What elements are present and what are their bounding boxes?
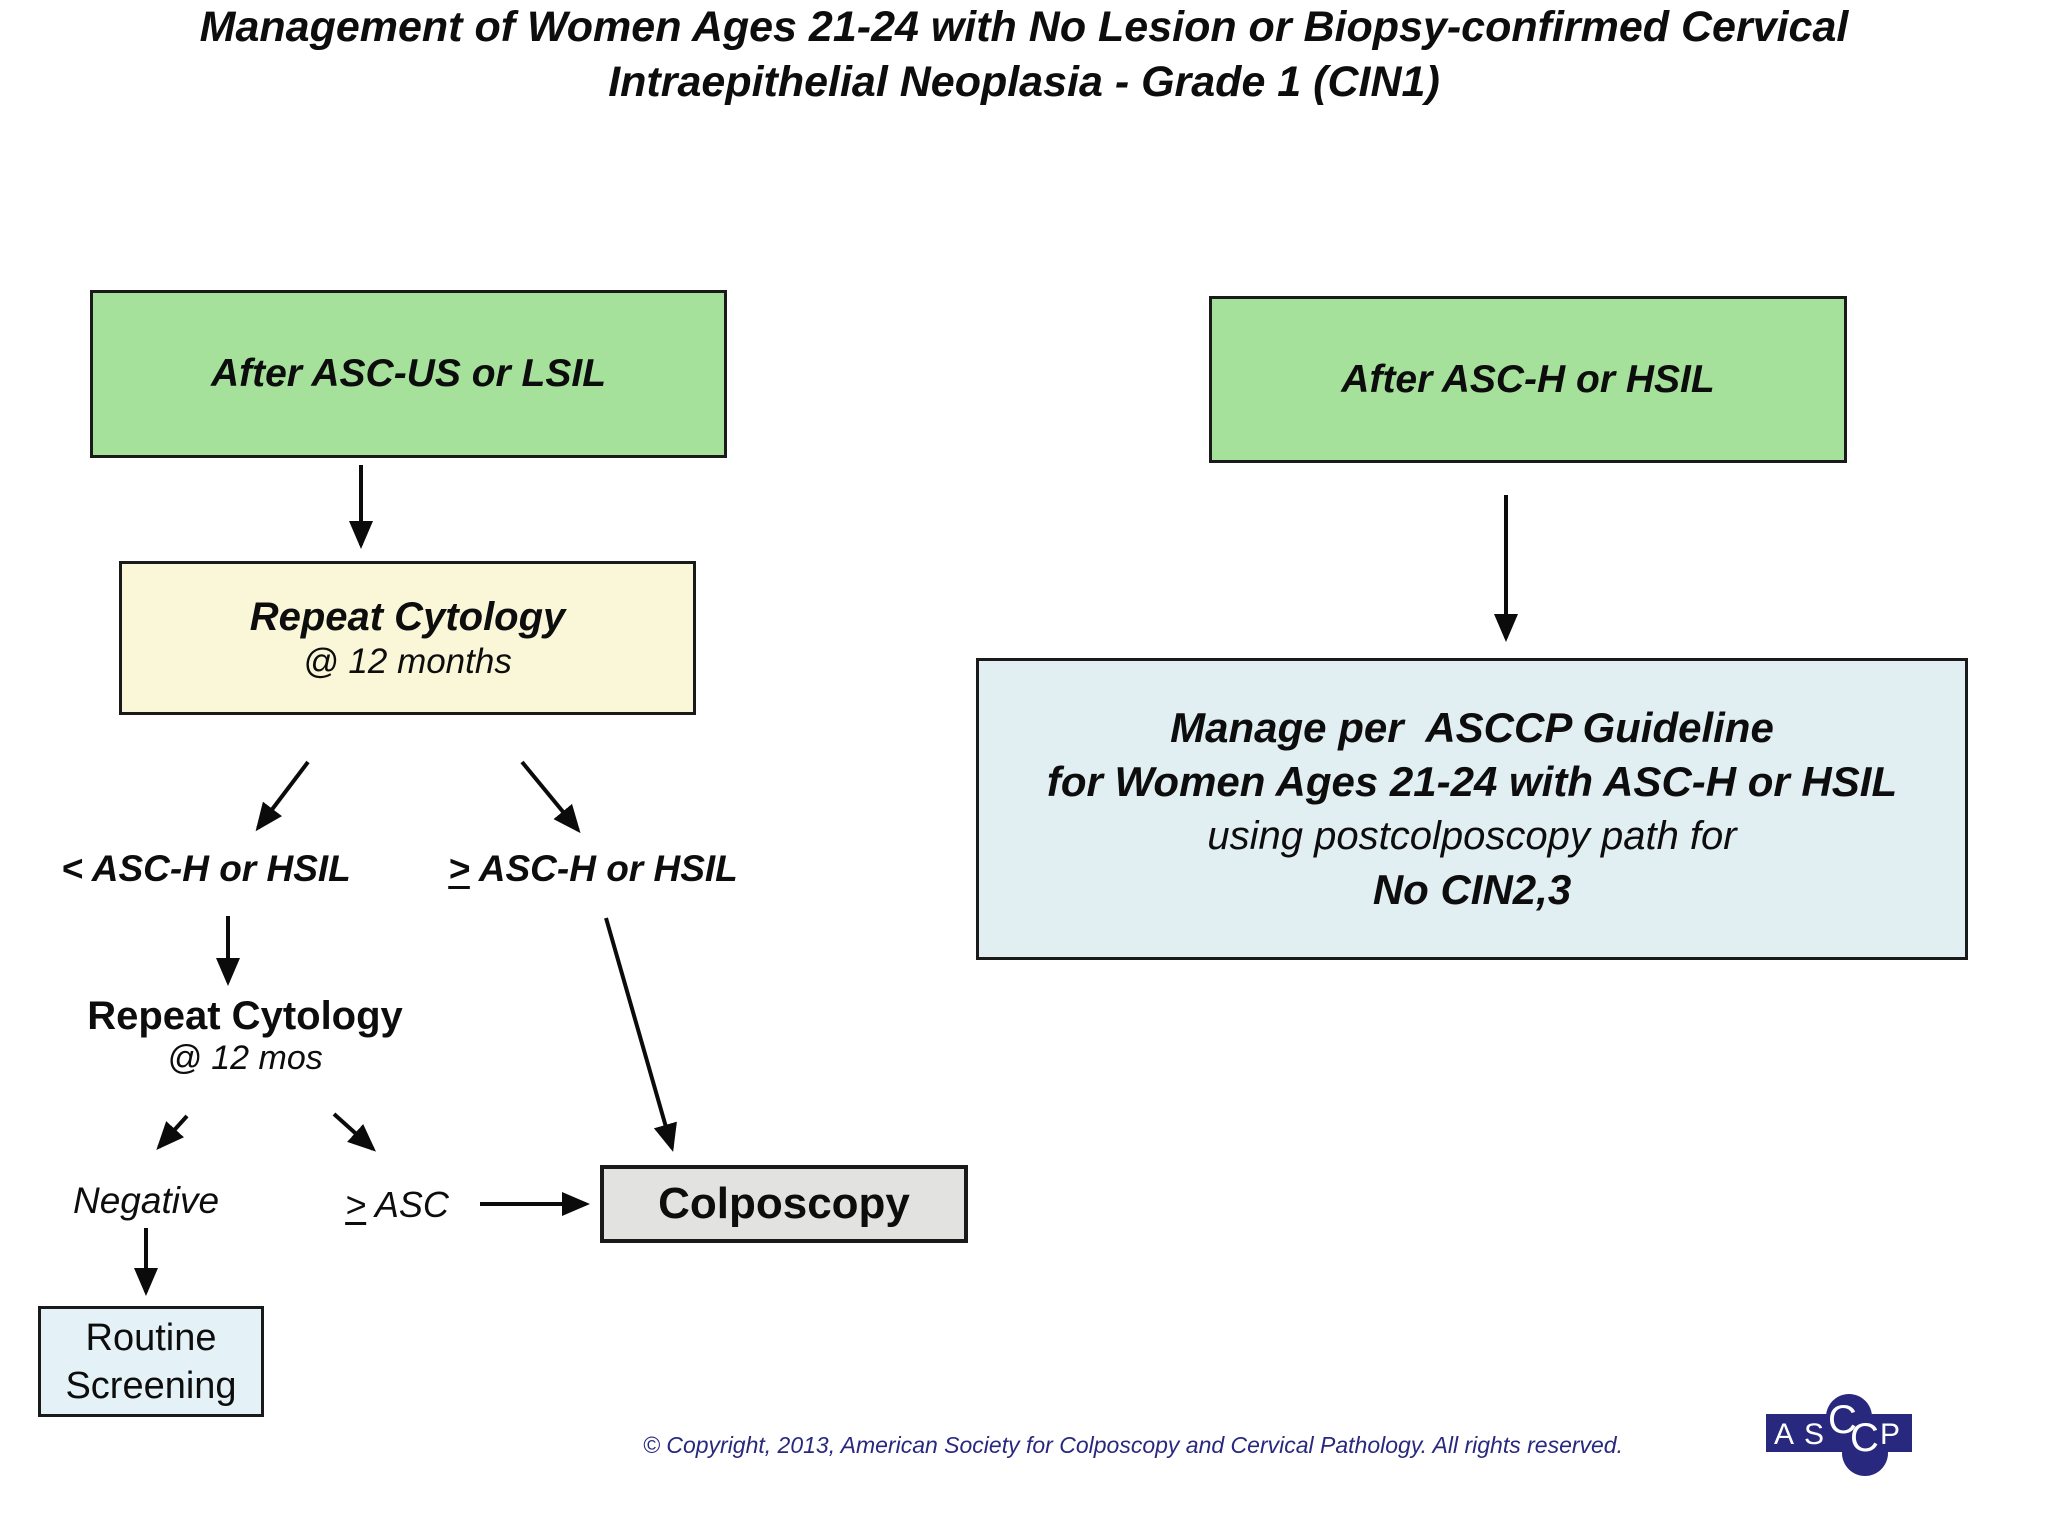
manage-guideline-line3: using postcolposcopy path for [1207, 814, 1737, 858]
negative-label: Negative [72, 1180, 220, 1221]
arrow-repeat2-to-geq-asc [332, 1112, 376, 1152]
node-routine-screening: Routine Screening [38, 1306, 264, 1417]
arrow-repeat-to-geq-branch [520, 760, 581, 834]
routine-screening-line2: Screening [65, 1364, 237, 1407]
asccp-logo-letter-a: A [1774, 1418, 1795, 1451]
branch-less-than-text: ASC-H or HSIL [82, 848, 351, 889]
asccp-logo-letter-c2: C [1850, 1416, 1879, 1460]
node-repeat-cytology-12-months: Repeat Cytology @ 12 months [119, 561, 696, 715]
branch-label-less-than-asch-hsil: < ASC-H or HSIL [31, 848, 381, 890]
node-manage-per-asccp-guideline: Manage per ASCCP Guideline for Women Age… [976, 658, 1968, 960]
routine-screening-line1: Routine [85, 1316, 217, 1359]
node-after-asch-or-hsil-label: After ASC-H or HSIL [1341, 357, 1715, 401]
copyright-notice: © Copyright, 2013, American Society for … [643, 1432, 1623, 1458]
repeat-cytology-12-months-line2: @ 12 months [303, 642, 512, 681]
node-after-asch-or-hsil: After ASC-H or HSIL [1209, 296, 1847, 463]
node-after-ascus-or-lsil-label: After ASC-US or LSIL [210, 352, 607, 395]
branch-label-negative: Negative [58, 1180, 234, 1222]
page-title-line-2: Intraepithelial Neoplasia - Grade 1 (CIN… [608, 58, 1440, 106]
node-after-ascus-or-lsil: After ASC-US or LSIL [90, 290, 727, 458]
page-title-line-1: Management of Women Ages 21-24 with No L… [199, 3, 1849, 51]
node-repeat-cytology-12-mos: Repeat Cytology @ 12 mos [70, 994, 420, 1078]
greater-equal-asc-symbol: > [345, 1184, 367, 1225]
manage-guideline-line1: Manage per ASCCP Guideline [1170, 704, 1774, 751]
less-than-symbol: < [61, 848, 83, 889]
manage-guideline-line4: No CIN2,3 [1372, 866, 1572, 913]
repeat-cytology-12-mos-line1: Repeat Cytology [87, 994, 403, 1038]
colposcopy-label: Colposcopy [658, 1179, 910, 1228]
node-colposcopy: Colposcopy [600, 1165, 968, 1243]
asccp-logo-letter-p: P [1880, 1418, 1901, 1451]
repeat-cytology-12-mos-line2: @ 12 mos [167, 1039, 323, 1077]
asccp-logo-letter-c1: C [1828, 1398, 1857, 1442]
branch-greater-equal-text: ASC-H or HSIL [469, 848, 738, 889]
page-title: Management of Women Ages 21-24 with No L… [0, 0, 2048, 110]
greater-equal-asc-text: ASC [366, 1184, 449, 1225]
arrow-repeat-to-less-branch [255, 760, 310, 832]
greater-equal-symbol: > [448, 848, 470, 889]
branch-label-greater-equal-asch-hsil: > ASC-H or HSIL [418, 848, 768, 890]
asccp-logo-rect [1766, 1414, 1912, 1452]
arrow-geq-branch-to-colposcopy [604, 917, 677, 1152]
asccp-logo-letter-s: S [1804, 1418, 1825, 1451]
arrow-repeat2-to-negative [156, 1114, 189, 1150]
repeat-cytology-12-months-line1: Repeat Cytology [249, 595, 566, 639]
manage-guideline-line2: for Women Ages 21-24 with ASC-H or HSIL [1046, 758, 1898, 805]
asccp-logo: A S C C P [1756, 1392, 1931, 1477]
branch-label-greater-equal-asc: > ASC [318, 1184, 476, 1226]
